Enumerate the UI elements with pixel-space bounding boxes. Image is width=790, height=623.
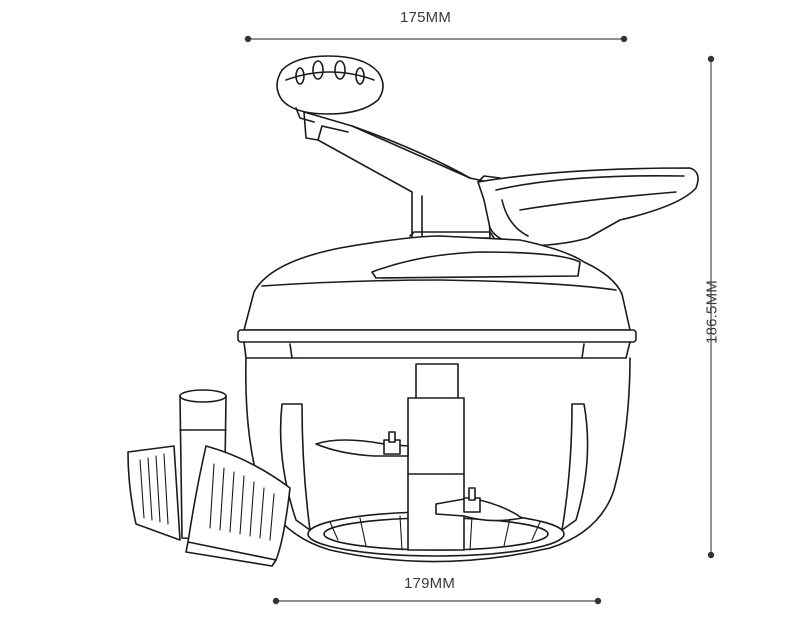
grater-accessory-back	[127, 445, 181, 541]
center-shaft	[407, 363, 465, 551]
dimension-height-label: 186.5MM	[703, 280, 721, 344]
dimension-top-line	[244, 35, 628, 43]
crank-knob	[276, 55, 384, 123]
handle-grip	[477, 167, 699, 247]
lower-blade	[435, 487, 523, 522]
grater-accessory-front	[185, 445, 291, 567]
dimension-top-label: 175MM	[400, 9, 452, 26]
dimension-bottom-line	[272, 597, 602, 605]
crank-shaft	[299, 95, 491, 239]
dimension-bottom-label: 179MM	[404, 575, 456, 592]
dimension-right-line	[707, 55, 715, 559]
lid-dome	[243, 231, 631, 331]
upper-blade	[315, 431, 409, 457]
lid-rim	[237, 329, 637, 359]
